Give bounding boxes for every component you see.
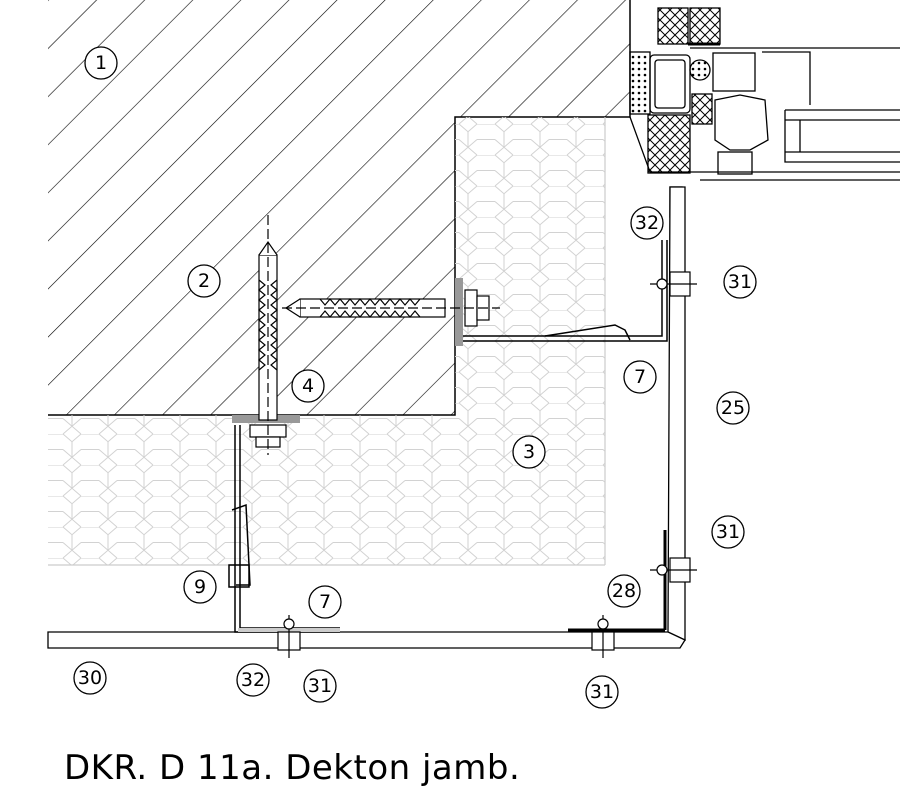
callout-28: 28	[607, 574, 641, 608]
callout-number: 2	[198, 270, 210, 292]
anchor-horizontal	[282, 289, 500, 327]
callout-31-c: 31	[303, 669, 337, 703]
callout-4: 4	[291, 369, 325, 403]
callout-number: 30	[78, 667, 102, 689]
callout-number: 31	[308, 675, 332, 697]
callout-number: 7	[634, 366, 646, 388]
callout-2: 2	[187, 264, 221, 298]
callout-3: 3	[512, 435, 546, 469]
callout-30: 30	[73, 661, 107, 695]
anchor-vertical	[249, 215, 287, 455]
callout-number: 31	[716, 521, 740, 543]
callout-number: 32	[635, 212, 659, 234]
callout-number: 4	[302, 375, 314, 397]
callout-7-upper: 7	[623, 360, 657, 394]
callout-number: 25	[721, 397, 745, 419]
callout-25: 25	[716, 391, 750, 425]
drawing-caption: DKR. D 11a. Dekton jamb.	[64, 748, 521, 788]
callout-number: 3	[523, 441, 535, 463]
callout-31-d: 31	[585, 675, 619, 709]
callout-number: 31	[728, 271, 752, 293]
insulation	[48, 117, 605, 565]
callout-32-b: 32	[236, 663, 270, 697]
callout-9: 9	[183, 570, 217, 604]
callout-31-b: 31	[711, 515, 745, 549]
rivets	[277, 271, 697, 658]
callout-number: 7	[319, 591, 331, 613]
callout-7-lower: 7	[308, 585, 342, 619]
window-frame-profile	[629, 7, 900, 218]
masonry-wall	[48, 0, 630, 415]
callout-number: 32	[241, 669, 265, 691]
callout-number: 28	[612, 580, 636, 602]
callout-number: 31	[590, 681, 614, 703]
callout-number: 9	[194, 576, 206, 598]
callout-32-a: 32	[630, 206, 664, 240]
callout-number: 1	[95, 52, 107, 74]
callout-1: 1	[84, 46, 118, 80]
dekton-cladding	[47, 186, 686, 649]
callout-31-a: 31	[723, 265, 757, 299]
